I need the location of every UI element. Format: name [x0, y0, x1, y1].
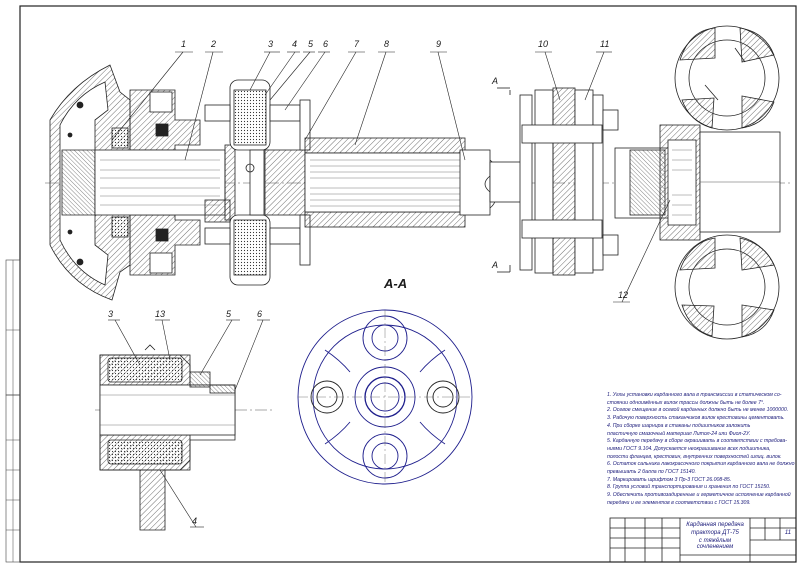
note-line: стоянии одноимённых вилок трассы должны … — [607, 399, 765, 406]
note-line: 1. Углы установки карданного вала в тран… — [607, 392, 782, 398]
callout-2: 2 — [211, 39, 217, 49]
drawing-name-line3: с тяжёлым сочленением — [696, 538, 734, 550]
callout-1: 1 — [181, 39, 187, 49]
technical-requirements: 1. Углы установки карданного вала в тран… — [607, 392, 795, 508]
detail-callout-4: 4 — [192, 516, 198, 526]
note-line: 3. Рабочую поверхность стаканчиков вилок… — [607, 415, 785, 422]
drawing-name-line1: Карданная передача — [686, 522, 744, 528]
callout-4: 4 — [292, 39, 298, 49]
sheet-number: 11 — [784, 530, 792, 536]
note-line: превышать 2 балла по ГОСТ 15140. — [607, 469, 696, 476]
note-line: 6. Остаток сальника лакокрасочного покры… — [607, 461, 795, 468]
note-line: 9. Обеспечить противозадиренные и гермет… — [607, 492, 791, 499]
callout-7: 7 — [354, 39, 360, 49]
callout-9: 9 — [436, 39, 442, 49]
detail-callout-13: 13 — [155, 309, 166, 319]
detail-callout-6: 6 — [257, 309, 263, 319]
main-assembly-view — [45, 25, 790, 340]
title-block — [609, 517, 797, 563]
detail-callout-3: 3 — [108, 309, 114, 319]
callout-3: 3 — [268, 39, 274, 49]
callout-11: 11 — [600, 39, 610, 49]
left-margin-strip — [5, 259, 21, 563]
callout-leaders-main — [111, 51, 671, 303]
section-marker-top: A — [492, 76, 499, 86]
note-line: полости фланцев, крестовин, внутренних п… — [607, 453, 782, 460]
callout-12: 12 — [618, 290, 629, 300]
note-line: передачи и ее элементов в соответствии с… — [607, 499, 751, 506]
note-line: ниями ГОСТ 9.104. Допускается неокрашива… — [607, 445, 771, 452]
callout-10: 10 — [538, 39, 549, 49]
section-marker-bottom: A — [492, 260, 499, 270]
callout-leaders-detail — [108, 319, 270, 528]
callout-5: 5 — [308, 39, 314, 49]
section-a-a-view — [297, 309, 473, 485]
note-line: 4. При сборке шарнира в стаканы подшипни… — [607, 422, 751, 429]
note-line: 8. Группа условий транспортирования и хр… — [607, 484, 771, 491]
callout-8: 8 — [384, 39, 390, 49]
detail-view — [95, 344, 275, 531]
note-line: пластичную смазочный материал Литол-24 и… — [607, 430, 751, 437]
note-line: 2. Осевое смещение в осевой карданных до… — [607, 407, 789, 414]
detail-callout-5: 5 — [226, 309, 232, 319]
callout-6: 6 — [323, 39, 329, 49]
drawing-name-line2: трактора ДТ-75 — [691, 530, 739, 536]
section-title: А-А — [384, 276, 408, 291]
note-line: 5. Карданную передачу в сборе окрашивать… — [607, 438, 788, 445]
note-line: 7. Маркировать шрифтом 3 Пр-3 ГОСТ 26.00… — [607, 476, 732, 483]
